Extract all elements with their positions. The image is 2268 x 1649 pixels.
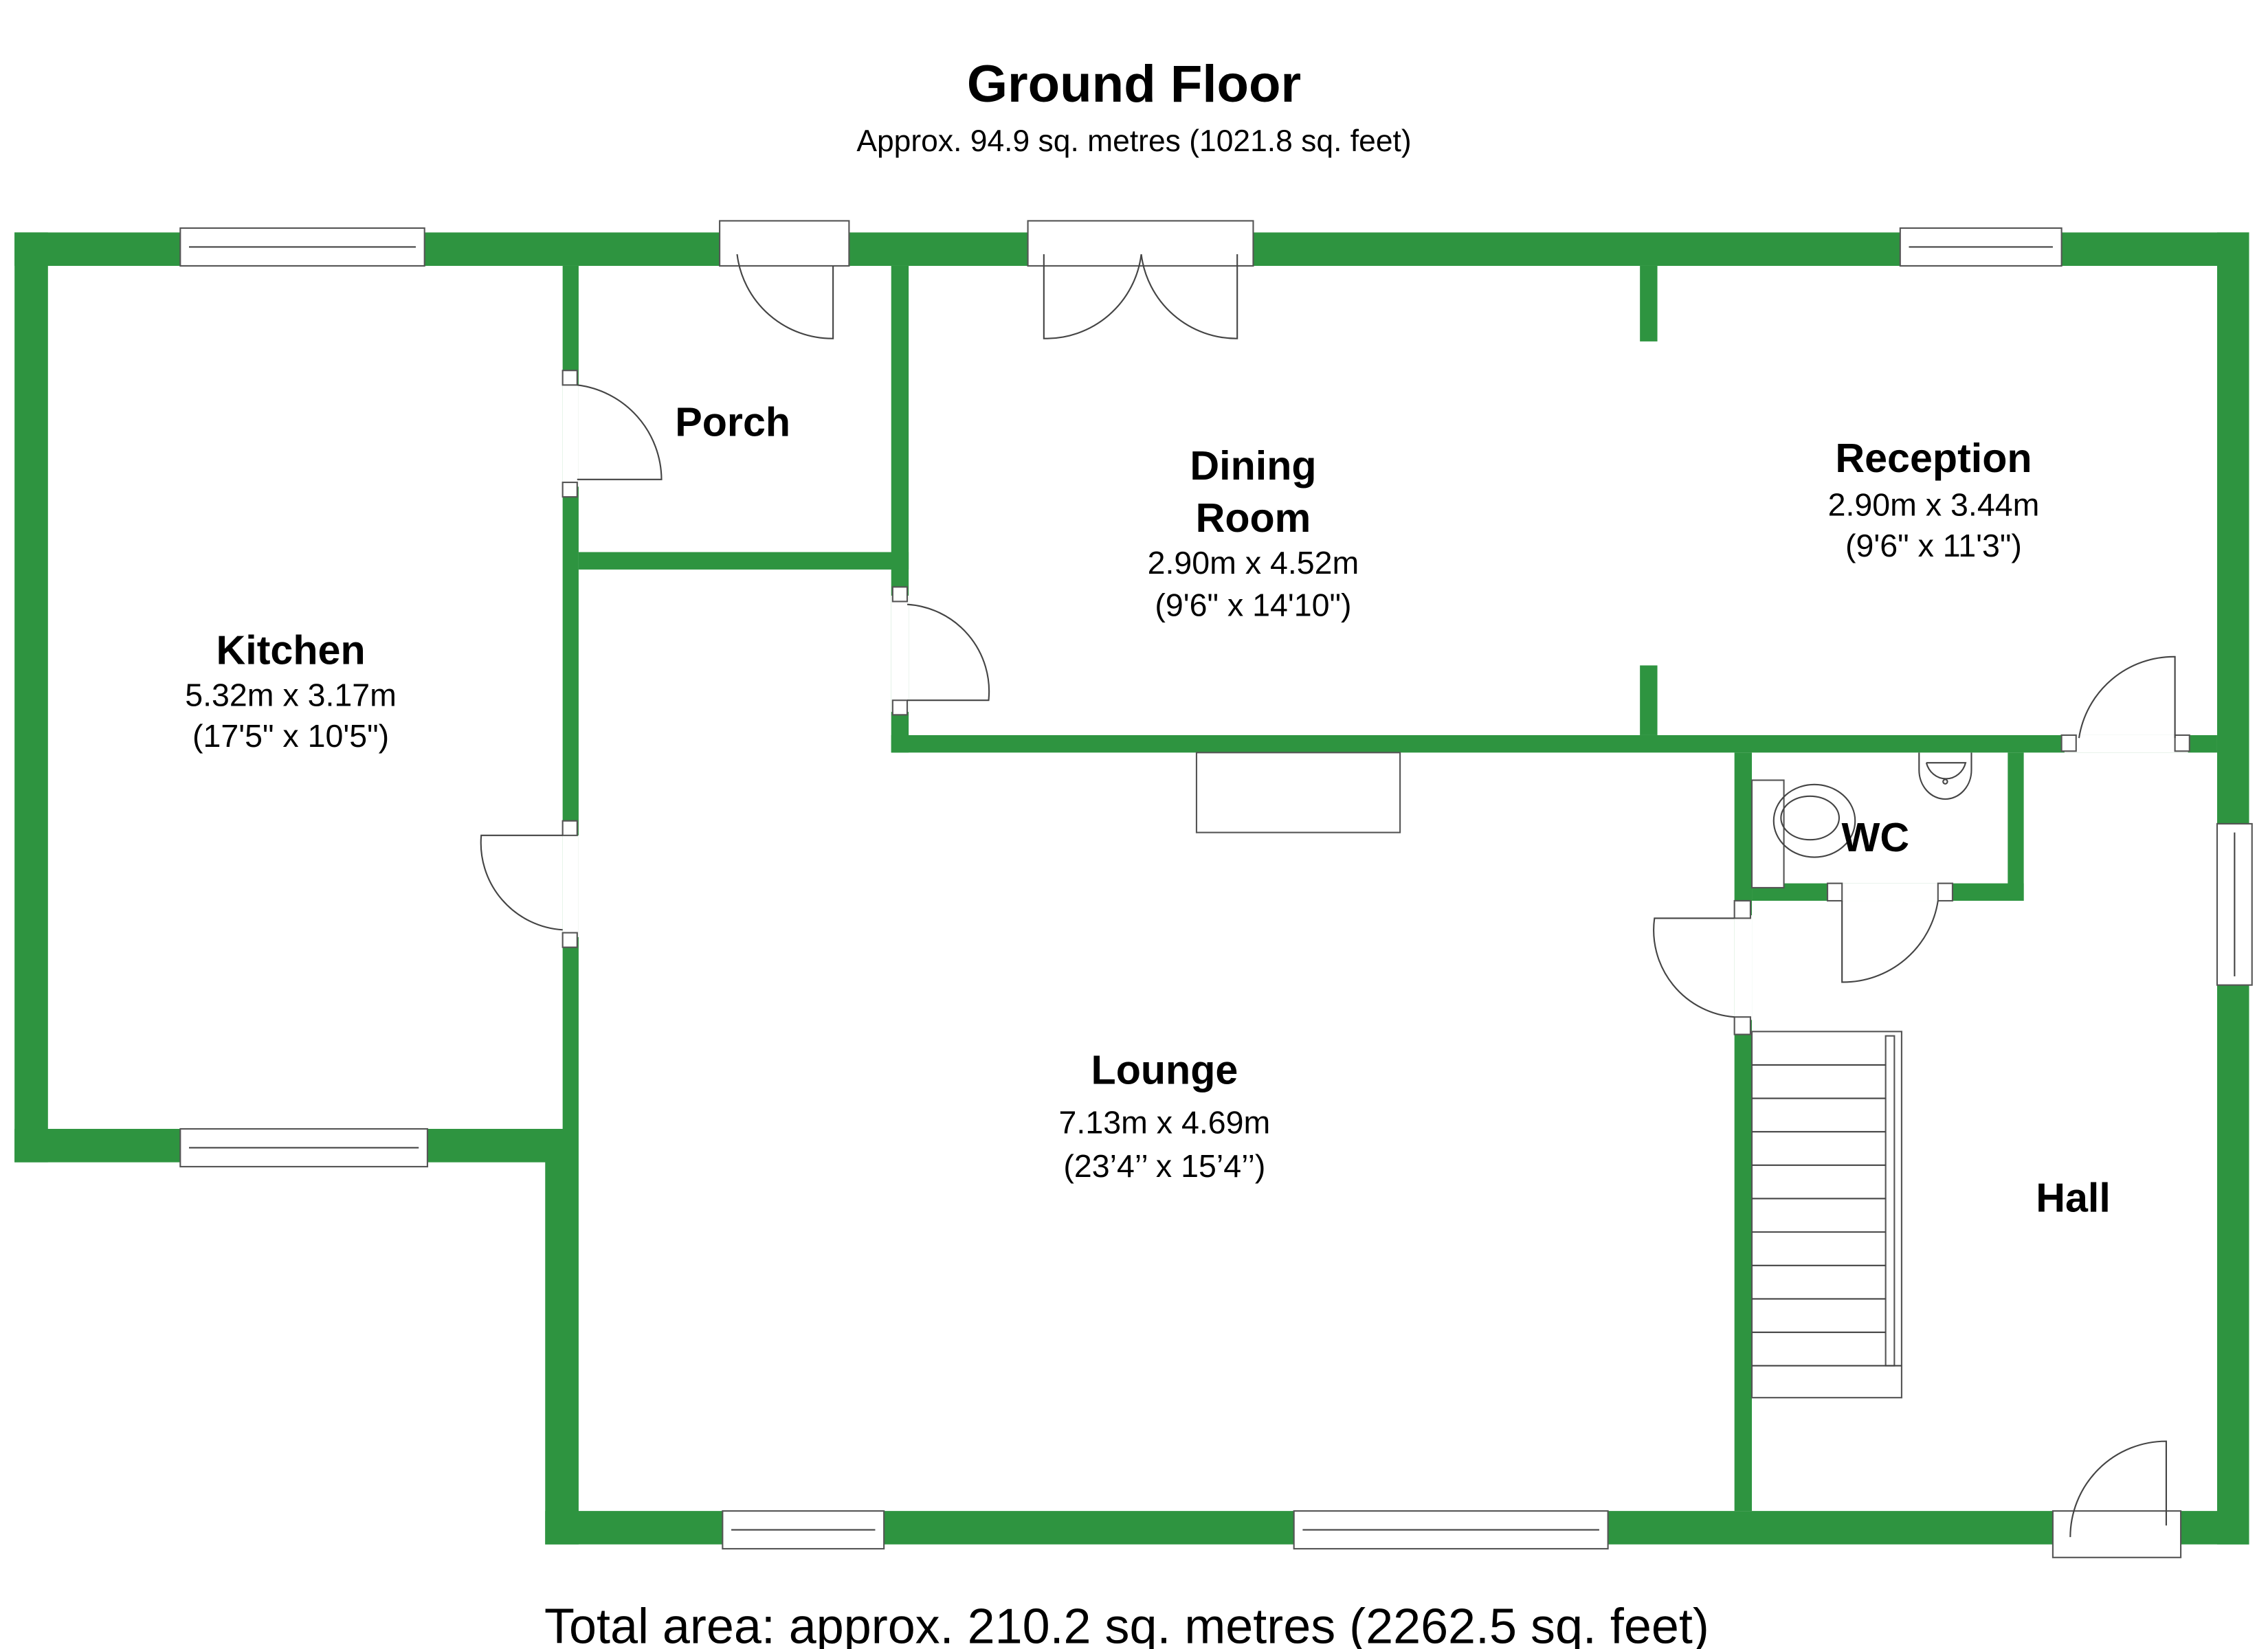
kitchen-label: Kitchen: [216, 627, 366, 673]
reception-imperial: (9'6" x 11'3"): [1845, 528, 2022, 563]
dining-metric: 2.90m x 4.52m: [1148, 545, 1359, 581]
hall-label: Hall: [2036, 1175, 2111, 1221]
porch-label: Porch: [675, 399, 790, 445]
kitchen-imperial: (17'5" x 10'5"): [192, 718, 389, 754]
fixtures: [1195, 752, 1972, 1399]
dining-label-line1: Dining: [1190, 442, 1316, 489]
lounge-label: Lounge: [1091, 1046, 1238, 1092]
plan-subtitle: Approx. 94.9 sq. metres (1021.8 sq. feet…: [856, 124, 1411, 158]
reception-metric: 2.90m x 3.44m: [1828, 487, 2040, 523]
openings: [179, 220, 2253, 1558]
room-labels: Kitchen 5.32m x 3.17m (17'5" x 10'5") Po…: [185, 399, 2111, 1220]
dining-label-line2: Room: [1196, 495, 1311, 541]
wc-label: WC: [1842, 814, 1910, 860]
dining-imperial: (9'6" x 14'10"): [1155, 587, 1351, 623]
kitchen-metric: 5.32m x 3.17m: [185, 677, 397, 713]
basin: [1918, 752, 1972, 800]
lounge-metric: 7.13m x 4.69m: [1059, 1104, 1271, 1140]
total-area: Total area: approx. 210.2 sq. metres (22…: [544, 1600, 1709, 1649]
plan-title: Ground Floor: [967, 55, 1301, 113]
staircase: [1750, 1031, 1902, 1399]
reception-label: Reception: [1835, 435, 2032, 481]
chimney-breast: [1195, 752, 1401, 833]
lounge-imperial: (23’4’’ x 15’4’’): [1063, 1148, 1265, 1184]
toilet: [1750, 779, 1856, 889]
